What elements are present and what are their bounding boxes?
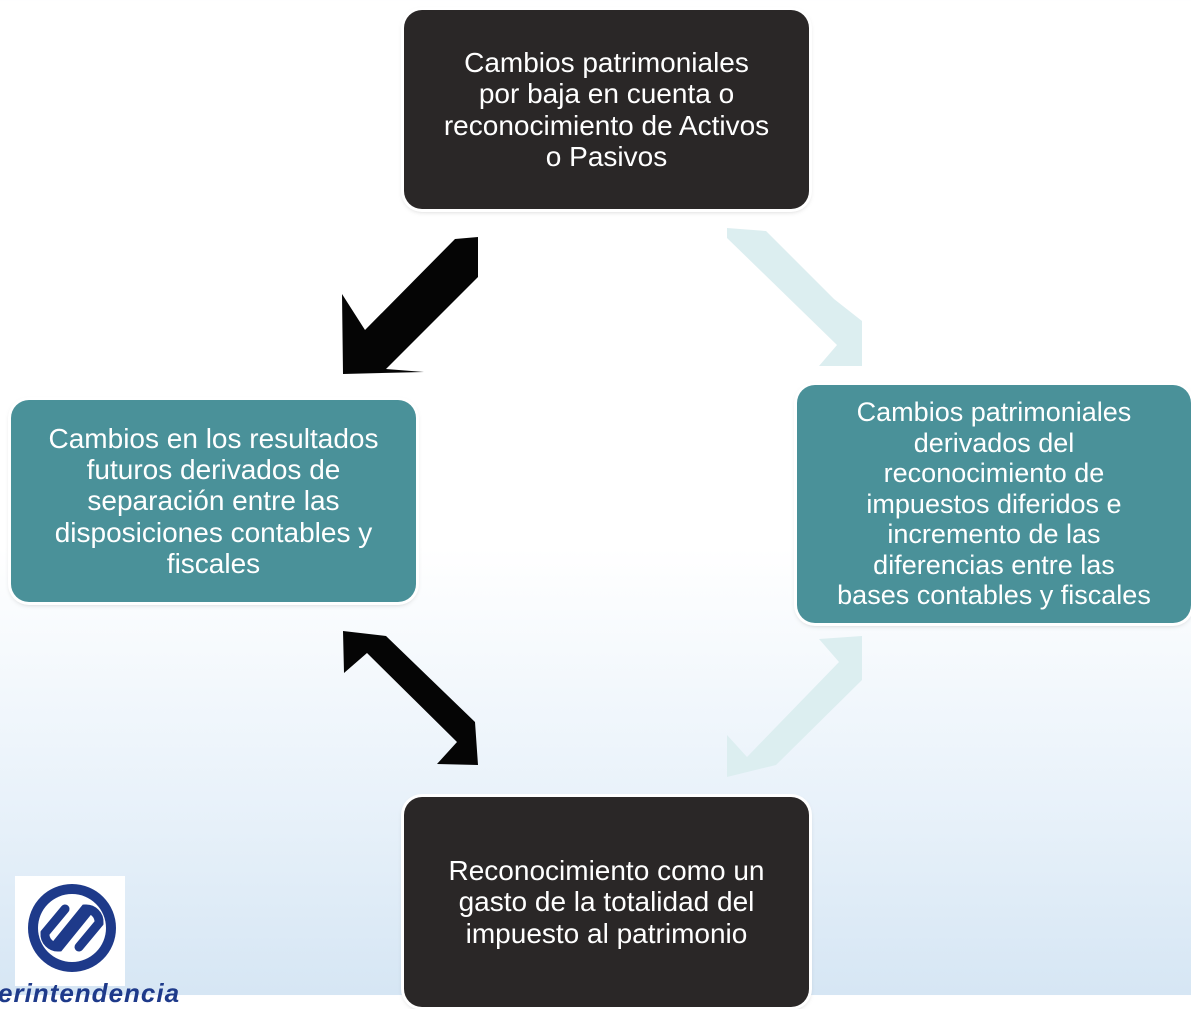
node-left: Cambios en los resultados futuros deriva… xyxy=(11,400,416,602)
node-bottom: Reconocimiento como un gasto de la total… xyxy=(404,797,809,1007)
logo-icon xyxy=(15,876,125,986)
arrow-bottom-right xyxy=(727,636,862,777)
node-right-text: Cambios patrimoniales derivados del reco… xyxy=(837,397,1151,611)
arrow-top-left xyxy=(342,237,478,374)
arrow-bottom-left xyxy=(343,631,478,765)
node-left-text: Cambios en los resultados futuros deriva… xyxy=(48,422,379,580)
logo-text: erintendencia xyxy=(0,978,181,1008)
node-top-text: Cambios patrimoniales por baja en cuenta… xyxy=(443,46,770,172)
arrow-top-right xyxy=(727,228,862,366)
node-right: Cambios patrimoniales derivados del reco… xyxy=(797,385,1191,623)
node-top: Cambios patrimoniales por baja en cuenta… xyxy=(404,10,809,209)
node-bottom-text: Reconocimiento como un gasto de la total… xyxy=(448,854,765,949)
